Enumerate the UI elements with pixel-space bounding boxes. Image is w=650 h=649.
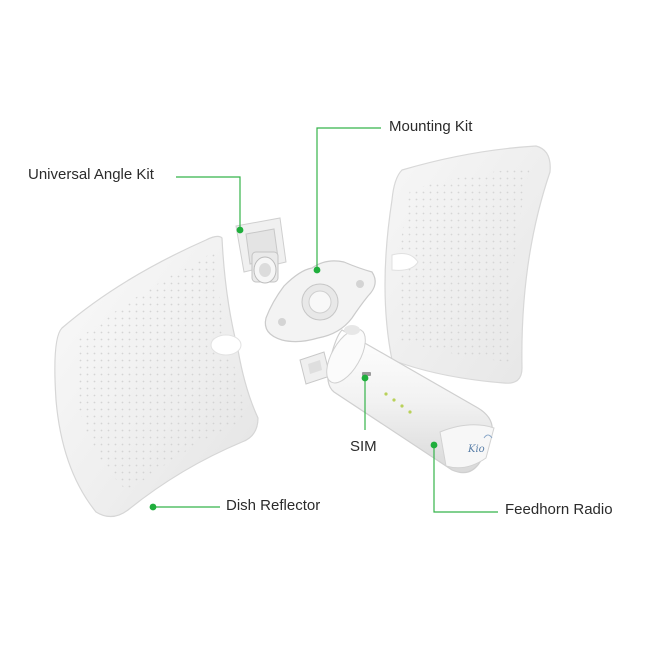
feedhorn-radio: Kio xyxy=(326,325,495,474)
svg-text:Kio: Kio xyxy=(467,444,485,455)
label-sim: SIM xyxy=(350,438,377,455)
leader-feedhorn-radio xyxy=(433,445,498,513)
status-leds xyxy=(384,392,412,414)
leader-universal-angle-kit xyxy=(176,176,241,230)
mounting-kit xyxy=(264,260,376,343)
dot-dish-reflector xyxy=(149,503,157,511)
dot-sim xyxy=(361,374,369,382)
feedhorn-logo-icon: Kio xyxy=(467,434,493,455)
clamp-piece xyxy=(299,351,331,385)
label-mounting-kit: Mounting Kit xyxy=(389,118,473,135)
universal-angle-kit xyxy=(235,217,287,284)
label-universal-angle-kit: Universal Angle Kit xyxy=(28,166,154,183)
rear-dish-reflector xyxy=(384,145,551,384)
dot-universal-angle-kit xyxy=(236,226,244,234)
label-feedhorn-radio: Feedhorn Radio xyxy=(505,501,613,518)
callout-leaders xyxy=(149,127,498,513)
dish-reflector xyxy=(54,235,259,518)
leader-mounting-kit xyxy=(316,127,381,270)
dot-mounting-kit xyxy=(313,266,321,274)
dot-feedhorn-radio xyxy=(430,441,438,449)
label-dish-reflector: Dish Reflector xyxy=(226,497,321,514)
